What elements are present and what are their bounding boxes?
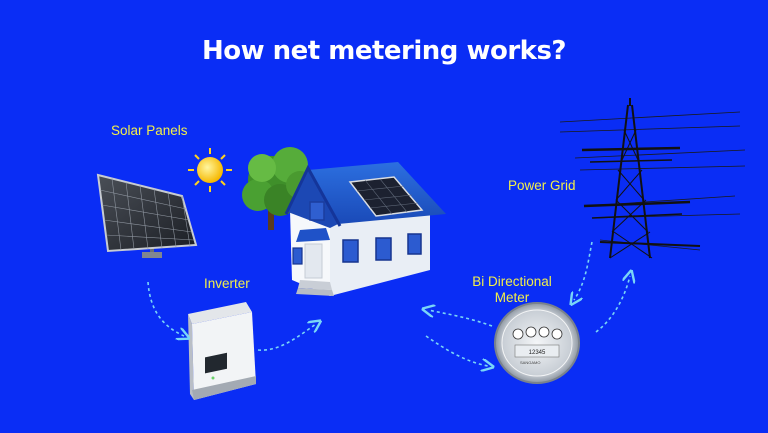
power-tower-icon	[559, 98, 746, 259]
label-meter-line2: Meter	[494, 290, 530, 305]
arrow-inverter-to-house	[257, 324, 316, 351]
sun-icon	[188, 148, 232, 192]
label-meter-line1: Bi Directional	[472, 274, 552, 289]
arrow-grid-down	[574, 241, 593, 300]
inverter-icon	[188, 302, 256, 400]
arrow-panel-to-inverter	[147, 281, 184, 336]
label-inverter: Inverter	[204, 276, 250, 291]
flow-arrows	[147, 241, 630, 366]
arrow-meter-to-grid	[595, 276, 630, 333]
meter-brand: SANGAMO	[520, 360, 540, 365]
label-solar-panels: Solar Panels	[111, 123, 188, 138]
meter-icon: 12345 SANGAMO	[494, 302, 580, 384]
arrow-meter-to-house	[428, 310, 493, 327]
label-bi-directional-meter: Bi Directional Meter	[457, 274, 567, 306]
meter-reading: 12345	[529, 350, 546, 356]
house-icon	[284, 162, 446, 296]
label-power-grid: Power Grid	[508, 178, 576, 193]
arrow-house-to-meter	[425, 335, 488, 366]
solar-panel-icon	[96, 173, 198, 258]
page-title: How net metering works?	[201, 36, 567, 66]
